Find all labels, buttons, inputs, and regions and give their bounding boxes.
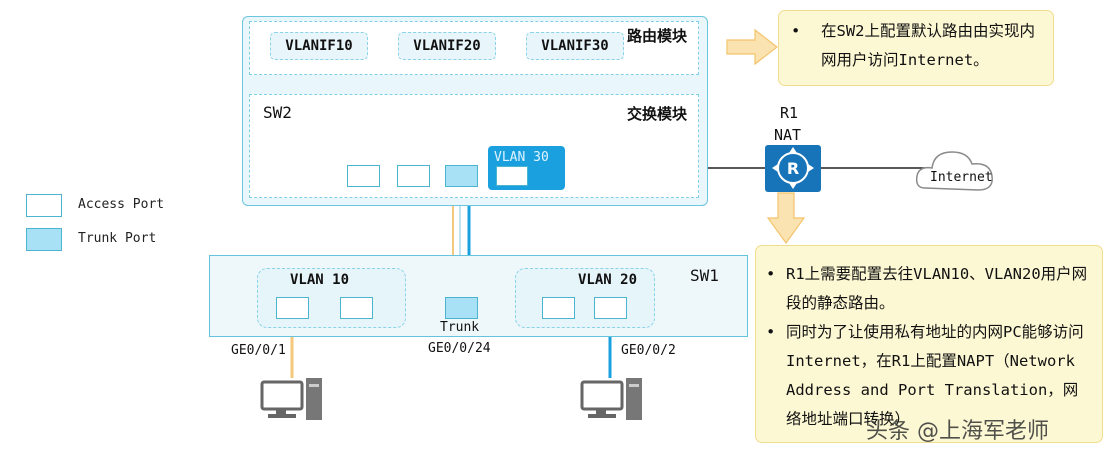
route-module-label: 路由模块: [627, 27, 688, 45]
watermark: 头条 @上海军老师: [866, 419, 1049, 444]
note-bottom-item-2: 同时为了让使用私有地址的内网PC能够访问Internet，在R1上配置NAPT（…: [786, 323, 1084, 428]
switch-module-label: 交换模块: [627, 105, 688, 123]
note-bottom: • R1上需要配置去往VLAN10、VLAN20用户网段的静态路由。 • 同时为…: [755, 245, 1103, 443]
router-nat-label: NAT: [774, 126, 802, 144]
sw2-access-port: [347, 165, 380, 187]
vlanif20: VLANIF20: [398, 32, 496, 60]
cloud-icon: [915, 151, 993, 191]
port-label-ge0-0-2: GE0/0/2: [621, 343, 676, 358]
sw1-access-port-ge0-0-1: [276, 297, 309, 319]
svg-text:R: R: [787, 159, 799, 178]
sw2-access-port: [397, 165, 430, 187]
router-icon: R: [765, 145, 821, 192]
note-top: • 在SW2上配置默认路由由实现内网用户访问Internet。: [778, 10, 1054, 86]
vlan20-label: VLAN 20: [578, 272, 638, 288]
vlan10-label: VLAN 10: [290, 272, 350, 288]
arrow-down-icon: [766, 192, 806, 245]
legend-access-label: Access Port: [78, 197, 165, 212]
vlan30-label: VLAN 30: [494, 150, 549, 165]
sw1-access-port: [340, 297, 373, 319]
sw2-label: SW2: [263, 103, 292, 122]
internet-label: Internet: [930, 170, 993, 185]
sw1-label: SW1: [690, 266, 719, 285]
vlan30-block: VLAN 30: [488, 146, 565, 190]
arrow-right-icon: [726, 28, 778, 66]
sw1-trunk-port: [445, 297, 478, 319]
vlanif10: VLANIF10: [270, 32, 368, 60]
vlanif30: VLANIF30: [526, 32, 624, 60]
legend-trunk-swatch: [26, 228, 62, 251]
note-top-bullet: •: [791, 22, 801, 40]
pc-icon: [260, 378, 322, 420]
note-top-text: 在SW2上配置默认路由由实现内网用户访问Internet。: [821, 22, 1035, 69]
port-label-ge0-0-24: GE0/0/24: [428, 341, 491, 356]
legend-access-swatch: [26, 194, 62, 217]
port-label-ge0-0-1: GE0/0/1: [231, 343, 286, 358]
vlan30-port: [496, 166, 528, 186]
note-bottom-item-1: R1上需要配置去往VLAN10、VLAN20用户网段的静态路由。: [786, 265, 1088, 312]
sw1-access-port: [542, 297, 575, 319]
sw2-trunk-port: [445, 165, 478, 187]
legend-trunk-label: Trunk Port: [78, 231, 157, 246]
trunk-label: Trunk: [440, 320, 480, 335]
sw1-access-port-ge0-0-2: [594, 297, 627, 319]
router-name: R1: [780, 104, 799, 122]
vlan20-group: [515, 268, 655, 328]
pc-icon: [580, 378, 642, 420]
